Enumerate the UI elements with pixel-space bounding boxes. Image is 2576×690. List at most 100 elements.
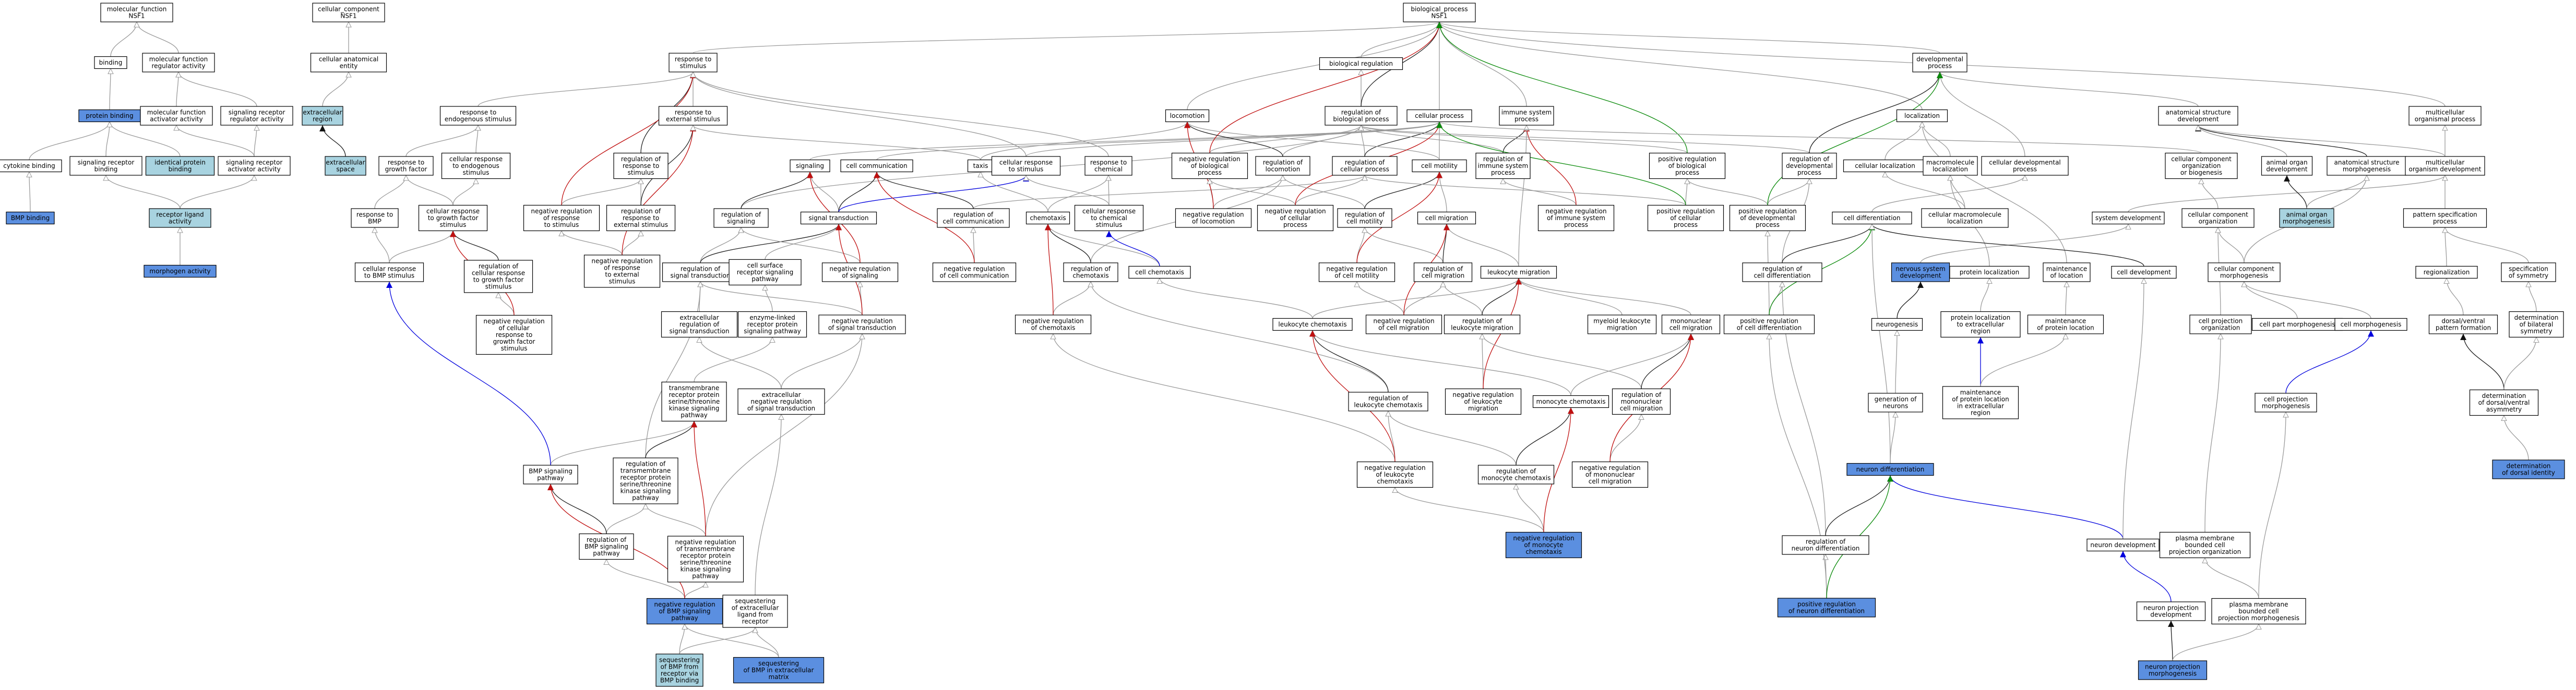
go-term-node-cytbind[interactable]: cytokine binding — [0, 159, 62, 173]
go-term-node-cellcomm[interactable]: cell communication — [840, 159, 913, 173]
go-term-node-cellproc[interactable]: cellular process — [1406, 109, 1472, 123]
go-term-node-loco[interactable]: locomotion — [1165, 109, 1210, 123]
go-term-node-neurdev[interactable]: neuron development — [2086, 538, 2160, 552]
go-term-node-cellmot[interactable]: cell motility — [1412, 159, 1467, 173]
go-term-node-neurogen[interactable]: neurogenesis — [1871, 318, 1923, 331]
go-term-node-morph[interactable]: morphogen activity — [144, 264, 217, 278]
go-term-node-neurdiff[interactable]: neuron differentiation — [1846, 463, 1934, 476]
go-term-node-signaling[interactable]: signaling — [790, 159, 830, 173]
go-term-node-celldiff[interactable]: cell differentiation — [1832, 211, 1912, 225]
go-term-node-binding[interactable]: binding — [94, 56, 127, 69]
go-term-node-protloc[interactable]: protein localization — [1949, 265, 2030, 279]
go-term-node-protbind[interactable]: protein binding — [78, 109, 141, 123]
go-term-node-bioreg[interactable]: biological regulation — [1319, 57, 1403, 70]
go-term-node-sysdev[interactable]: system development — [2092, 211, 2165, 225]
go-term-node-leukchemo[interactable]: leukocyte chemotaxis — [1272, 318, 1353, 331]
go-term-node-sigtrans[interactable]: signal transduction — [800, 211, 877, 225]
go-term-node-localization[interactable]: localization — [1896, 109, 1948, 123]
go-term-node-leukmig[interactable]: leukocyte migration — [1480, 265, 1557, 279]
go-term-node-celldev[interactable]: cell development — [2111, 265, 2177, 279]
go-term-node-chemotaxis[interactable]: chemotaxis — [1025, 211, 1070, 225]
